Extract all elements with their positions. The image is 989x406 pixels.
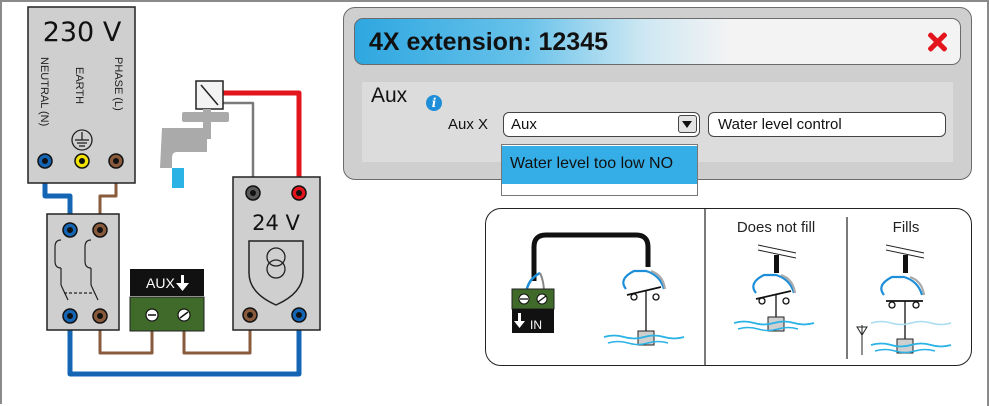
mains-label: 230 V xyxy=(43,17,122,48)
aux-label-box xyxy=(130,269,204,296)
section-label: Aux xyxy=(371,84,408,107)
faucet-icon xyxy=(160,80,229,188)
transformer-box xyxy=(232,176,321,331)
window-frame-right xyxy=(987,0,989,406)
aux-field-label: Aux X xyxy=(448,116,489,133)
dialog-title-bar: 4X extension: 12345 xyxy=(354,18,961,65)
aux-terminal-label: AUX xyxy=(146,275,175,291)
arrow-down-icon xyxy=(514,313,525,328)
float-switch-panel: IN Does not fill Fills xyxy=(485,208,972,366)
phase-label: PHASE (L) xyxy=(112,57,124,111)
water-level-icon xyxy=(856,325,868,355)
input-terminal-block xyxy=(511,288,555,310)
aux-select-value: Aux xyxy=(511,116,537,133)
panel-in-label: IN xyxy=(530,318,542,332)
description-input[interactable]: Water level control xyxy=(708,112,946,137)
transformer-icon xyxy=(248,240,304,306)
breaker-icon xyxy=(54,239,99,301)
dropdown-option-label: Water level too low NO xyxy=(510,155,674,172)
aux-select[interactable]: Aux xyxy=(503,112,700,137)
neutral-label: NEUTRAL (N) xyxy=(38,57,50,126)
dropdown-option[interactable]: Water level too low NO xyxy=(502,146,697,184)
earth-label: EARTH xyxy=(73,67,85,104)
dialog-title: 4X extension: 12345 xyxy=(369,28,609,56)
arrow-down-icon xyxy=(176,275,189,291)
close-icon[interactable] xyxy=(926,31,948,53)
does-not-fill-label: Does not fill xyxy=(737,219,815,236)
float-switch-illustration: IN Does not fill Fills xyxy=(511,209,952,365)
breaker-box xyxy=(46,213,120,331)
aux-dropdown-list: Water level too low NO xyxy=(501,144,698,196)
wire-red xyxy=(219,90,302,196)
description-value: Water level control xyxy=(718,116,842,133)
extension-dialog: 4X extension: 12345 Aux i Aux X Aux Wate… xyxy=(343,7,972,196)
wire-aux-transformer xyxy=(182,313,252,355)
wire-grey xyxy=(220,101,255,195)
wire-neutral-return xyxy=(67,312,302,377)
aux-terminal-block xyxy=(129,296,205,332)
wire-phase-aux xyxy=(98,314,154,355)
fills-label: Fills xyxy=(893,219,920,236)
transformer-label: 24 V xyxy=(252,211,300,235)
earth-symbol-icon xyxy=(71,129,93,151)
chevron-down-icon[interactable] xyxy=(678,115,697,133)
info-icon[interactable]: i xyxy=(426,95,442,111)
